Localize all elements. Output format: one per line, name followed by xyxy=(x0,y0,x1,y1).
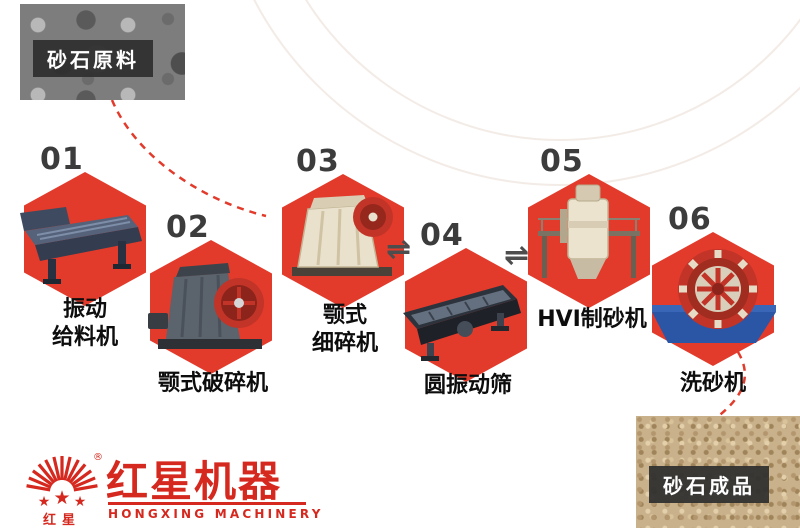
step-label-jaw-crusher: 颚式破碎机 xyxy=(138,370,288,398)
logo-emblem-chars: 红星 xyxy=(43,512,81,528)
step-number-1: 01 xyxy=(40,142,84,177)
step-label-line: 洗砂机 xyxy=(679,371,746,396)
double-arrow-icon: ⇌ xyxy=(386,232,412,267)
step-label-line: 圆振动筛 xyxy=(423,373,512,398)
step-number-5: 05 xyxy=(540,144,584,179)
company-logo: ® ★ ★ ★ 红星 红星机器 HONGXING MACHINERY xyxy=(18,444,328,528)
step-number-4: 04 xyxy=(420,218,464,253)
step-label-line: 振动 xyxy=(62,297,107,322)
circular-vibrating-screen-icon xyxy=(403,285,521,361)
step-label-fine-jaw-crusher: 颚式 细碎机 xyxy=(280,302,410,357)
logo-brand-text: 红星机器 xyxy=(106,457,283,506)
jaw-crusher-icon xyxy=(148,263,264,349)
step-label-line: 给料机 xyxy=(51,324,118,350)
logo-subtitle-text: HONGXING MACHINERY xyxy=(108,507,324,521)
svg-text:★: ★ xyxy=(38,494,51,510)
fine-jaw-crusher-icon xyxy=(292,195,393,276)
finished-product-caption: 砂石成品 xyxy=(649,466,769,503)
step-number-2: 02 xyxy=(166,210,210,245)
step-label-line: 颚式破碎机 xyxy=(157,371,268,396)
step-number-6: 06 xyxy=(668,202,712,237)
step-label-sand-washer: 洗砂机 xyxy=(646,370,780,398)
star-icon: ★ ★ ★ xyxy=(38,487,87,510)
raw-material-photo: 砂石原料 xyxy=(20,4,185,100)
step-label-line: 颚式 xyxy=(322,303,367,328)
step-label-circular-vibrating-screen: 圆振动筛 xyxy=(398,372,538,400)
svg-text:★: ★ xyxy=(74,494,87,510)
registered-mark: ® xyxy=(93,452,103,463)
sand-washer-icon xyxy=(652,249,776,343)
raw-material-caption: 砂石原料 xyxy=(33,40,153,77)
step-label-hvi-sand-maker: HVI制砂机 xyxy=(512,306,672,334)
vibrating-feeder-icon xyxy=(20,207,142,284)
step-label-line: HVI制砂机 xyxy=(537,307,647,332)
logo-burst-icon: ® ★ ★ ★ 红星 xyxy=(26,452,103,528)
logo-rule xyxy=(108,502,306,505)
step-number-3: 03 xyxy=(296,144,340,179)
step-label-vibrating-feeder: 振动 给料机 xyxy=(20,296,150,351)
hvi-sand-maker-icon xyxy=(538,184,640,279)
step-label-line: 细碎机 xyxy=(311,330,378,356)
double-arrow-icon: ⇌ xyxy=(504,238,530,273)
finished-product-photo: 砂石成品 xyxy=(636,416,800,528)
svg-text:★: ★ xyxy=(53,487,70,509)
